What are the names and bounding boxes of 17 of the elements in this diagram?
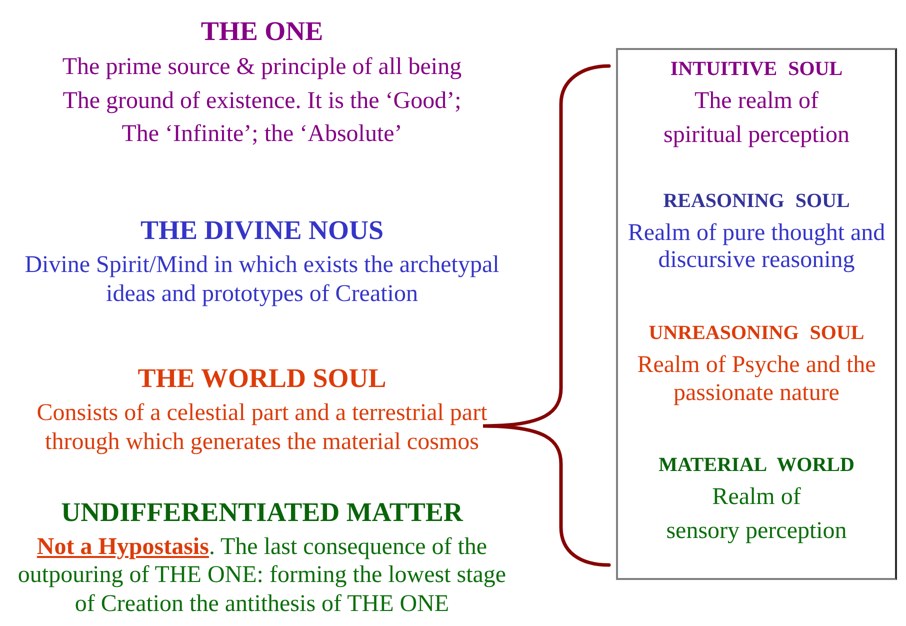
realm-heading: INTUITIVE SOUL: [670, 56, 843, 82]
level-description: Divine Spirit/Mind in which exists the archetypal ideas and prototypes of Creation: [24, 250, 500, 308]
realm-heading: UNREASONING SOUL: [648, 321, 864, 346]
realm-description: Realm of Psyche and the passionate nature: [637, 351, 876, 408]
realm-description: Realm of pure thought and discursive reasoning: [628, 220, 886, 275]
level-heading: THE WORLD SOUL: [138, 362, 386, 395]
level-heading: UNDIFFERENTIATED MATTER: [61, 496, 463, 528]
outlined-panel: [616, 48, 897, 580]
level-description: Consists of a celestial part and a terrestrial part through which generates the material cosmos: [36, 398, 488, 456]
level-heading: THE DIVINE NOUS: [140, 214, 384, 246]
realm-description: Realm of sensory perception: [666, 482, 847, 546]
realm-description: The realm of spiritual perception: [664, 87, 850, 150]
level-description: Not a Hypostasis. The last consequence of the outpouring of THE ONE: forming the lowest stage of Creation the antithesis of THE ONE: [18, 532, 506, 618]
realm-heading: REASONING SOUL: [663, 189, 850, 214]
level-description: The prime source & principle of all being The ground of existence. It is the ‘Good’; The ‘Infinite’; the ‘Absolute’: [62, 53, 462, 149]
level-heading: THE ONE: [200, 15, 324, 48]
realm-heading: MATERIAL WORLD: [658, 452, 854, 478]
